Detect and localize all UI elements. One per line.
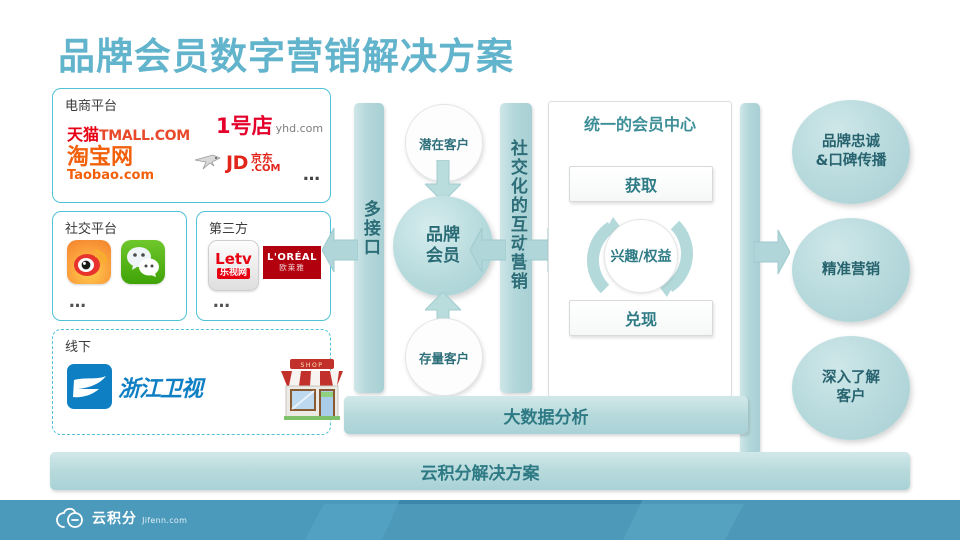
ecommerce-more-dots[interactable]: …: [303, 165, 322, 185]
loreal-logo-en: L'ORÉAL: [266, 252, 318, 264]
social-marketing-left-arrow-icon: [469, 226, 507, 278]
outcome-3-line1: 深入了解: [822, 370, 880, 387]
jd-logo[interactable]: JD 京东 .COM: [193, 151, 280, 175]
letv-logo-cn: 乐视网: [216, 267, 250, 280]
brand-member-label-1: 品牌: [426, 224, 460, 245]
zhejiang-tv-label: 浙江卫视: [118, 376, 203, 402]
social-platform-panel: 社交平台 …: [52, 211, 187, 321]
social-marketing-label: 社交化的互动营销: [506, 139, 527, 291]
ecommerce-platform-panel: 电商平台 天猫TMALL.COM 1号店 yhd.com 淘宝网 Taobao.…: [52, 88, 331, 203]
taobao-logo-cn: 淘宝网: [67, 145, 134, 170]
outcome-circle-1: 品牌忠诚 &口碑传播: [792, 100, 910, 204]
member-center-redeem-box[interactable]: 兑现: [569, 300, 713, 336]
interest-rights-label: 兴趣/权益: [610, 249, 672, 265]
loreal-logo[interactable]: L'ORÉAL 欧莱雅: [263, 246, 321, 279]
multi-interface-bar: [354, 103, 384, 393]
member-center-acquire-label: 获取: [624, 176, 657, 195]
weibo-icon[interactable]: [67, 240, 111, 284]
footer-bar: 云积分 Jifenn.com: [0, 500, 960, 540]
taobao-logo-en: Taobao.com: [67, 168, 155, 184]
footer-logo[interactable]: 云积分 Jifenn.com: [55, 507, 187, 529]
multi-interface-left-arrow-icon: [321, 226, 359, 278]
existing-customer-circle: 存量客户: [405, 318, 483, 396]
outcome-3-line2: 客户: [836, 389, 866, 405]
multi-interface-label: 多接口: [359, 200, 380, 257]
interest-rights-circle: 兴趣/权益: [604, 219, 678, 293]
brand-member-label-2: 会员: [426, 246, 460, 266]
member-center-redeem-label: 兑现: [624, 310, 657, 329]
outcome-circle-3: 深入了解 客户: [792, 336, 910, 440]
tmall-logo-en: TMALL.COM: [99, 128, 190, 144]
third-party-panel-label: 第三方: [209, 222, 249, 237]
jd-logo-en-main: JD: [226, 152, 248, 174]
letv-logo-en: Letv: [215, 249, 252, 268]
third-party-panel: 第三方 Letv 乐视网 L'ORÉAL 欧莱雅 …: [196, 211, 331, 321]
footer-wave-3: [622, 500, 960, 540]
taobao-logo[interactable]: 淘宝网 Taobao.com: [67, 146, 154, 183]
zhejiang-tv-logo[interactable]: 浙江卫视: [67, 364, 203, 409]
yhd-logo[interactable]: 1号店 yhd.com: [216, 116, 323, 137]
outcome-1-line2: &口碑传播: [815, 153, 887, 169]
outcome-connector-bar: [740, 103, 760, 455]
jd-logo-en-suffix: .COM: [250, 162, 281, 174]
solution-label: 云积分解决方案: [420, 463, 540, 484]
big-data-bar: 大数据分析: [344, 396, 748, 434]
existing-customer-label: 存量客户: [418, 350, 469, 366]
outcome-right-arrow-icon: [753, 228, 791, 280]
outcome-1-line1: 品牌忠诚: [822, 134, 880, 151]
potential-customer-label: 潜在客户: [418, 136, 469, 152]
third-party-more-dots[interactable]: …: [213, 292, 232, 312]
outcome-circle-2: 精准营销: [792, 218, 910, 322]
social-panel-label: 社交平台: [65, 222, 118, 237]
jd-logo-cn: 京东: [250, 151, 273, 165]
tmall-logo-cn: 天猫: [67, 125, 100, 144]
cloud-logo-icon: [55, 507, 85, 529]
social-more-dots[interactable]: …: [69, 292, 88, 312]
yhd-logo-cn: 1号店: [216, 114, 273, 138]
offline-panel-label: 线下: [65, 340, 92, 355]
wechat-icon[interactable]: [121, 240, 165, 284]
letv-logo[interactable]: Letv 乐视网: [208, 240, 259, 291]
jd-dog-icon: [193, 151, 223, 175]
solution-bar: 云积分解决方案: [50, 452, 910, 490]
ecommerce-panel-label: 电商平台: [65, 99, 118, 114]
member-center-panel: 统一的会员中心 获取 兴趣/权益 兑现: [548, 101, 732, 397]
potential-customer-down-arrow-icon: [423, 159, 463, 208]
member-center-acquire-box[interactable]: 获取: [569, 166, 713, 202]
loreal-logo-cn: 欧莱雅: [279, 263, 305, 273]
shop-storefront-icon[interactable]: SHOP: [275, 355, 349, 429]
footer-brand-en: Jifenn.com: [142, 516, 188, 525]
yhd-logo-en: yhd.com: [275, 122, 324, 135]
member-center-title: 统一的会员中心: [583, 115, 696, 134]
footer-brand-cn: 云积分: [92, 511, 137, 527]
big-data-label: 大数据分析: [503, 407, 589, 428]
zhejiang-tv-mark-icon: [67, 364, 112, 409]
svg-text:SHOP: SHOP: [300, 362, 323, 369]
outcome-2-line1: 精准营销: [822, 261, 880, 278]
page-title: 品牌会员数字营销解决方案: [58, 35, 514, 78]
tmall-logo[interactable]: 天猫TMALL.COM: [67, 121, 190, 145]
offline-panel: 线下 浙江卫视 SHOP: [52, 329, 343, 435]
